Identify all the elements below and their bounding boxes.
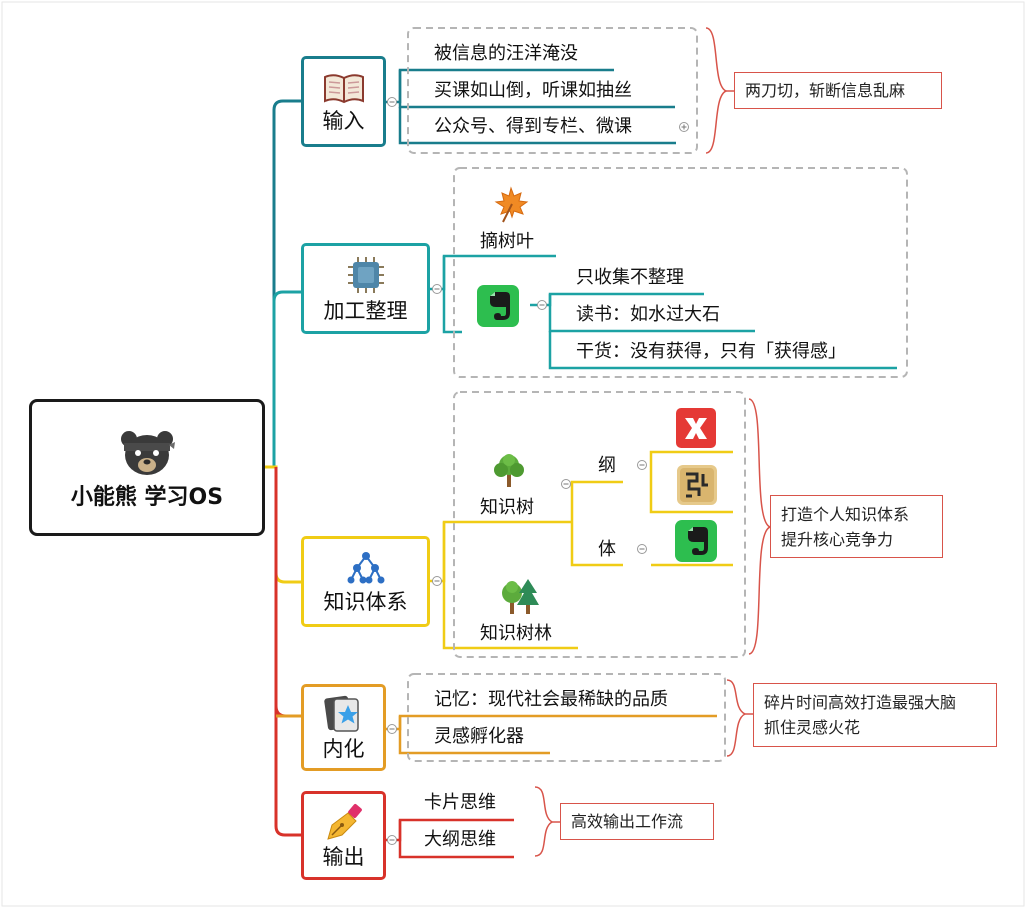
process-item-1[interactable]: 只收集不整理	[576, 267, 684, 288]
node-input[interactable]: 输入	[301, 56, 386, 147]
anki-star-icon	[323, 695, 359, 732]
trunk-connectors	[265, 99, 301, 837]
knowledge-summary-line-2: 提升核心竞争力	[781, 529, 894, 549]
node-internalize[interactable]: 内化	[301, 684, 386, 771]
internalize-summary[interactable]: 碎片时间高效打造最强大脑 抓住灵感火花	[753, 683, 997, 747]
input-item-1[interactable]: 被信息的汪洋淹没	[434, 43, 578, 64]
internalize-item-1[interactable]: 记忆：现代社会最稀缺的品质	[434, 689, 668, 710]
cpu-chip-icon	[347, 257, 384, 293]
evernote-icon[interactable]	[675, 520, 717, 562]
input-summary-text: 两刀切，斩断信息乱麻	[745, 81, 906, 100]
node-internalize-label: 内化	[322, 737, 365, 761]
output-summary[interactable]: 高效输出工作流	[560, 803, 714, 840]
root-label: 小能熊 学习OS	[70, 484, 224, 510]
input-item-2[interactable]: 买课如山倒，听课如抽丝	[434, 80, 632, 101]
knowledge-ti-label[interactable]: 体	[598, 539, 616, 560]
internalize-summary-line-2: 抓住灵感火花	[764, 718, 861, 737]
evernote-icon[interactable]	[477, 285, 519, 327]
node-process[interactable]: 加工整理	[301, 243, 430, 334]
node-process-label: 加工整理	[323, 299, 408, 323]
boundary-frames	[407, 27, 908, 762]
bear-ninja-icon	[121, 430, 175, 475]
process-item-2[interactable]: 读书：如水过大石	[576, 304, 720, 325]
internalize-summary-line-1: 碎片时间高效打造最强大脑	[764, 693, 957, 712]
book-icon	[323, 74, 364, 104]
internalize-item-2[interactable]: 灵感孵化器	[434, 726, 524, 747]
output-summary-text: 高效输出工作流	[571, 812, 684, 831]
knowledge-gang-label[interactable]: 纲	[598, 455, 616, 476]
maple-leaf-icon	[494, 186, 529, 223]
knowledge-forest-label[interactable]: 知识树林	[480, 623, 552, 644]
node-knowledge-label: 知识体系	[323, 590, 408, 614]
node-output-label: 输出	[322, 845, 365, 869]
pen-nib-icon	[326, 804, 362, 840]
input-summary[interactable]: 两刀切，斩断信息乱麻	[734, 72, 942, 109]
knowledge-summary[interactable]: 打造个人知识体系 提升核心竞争力	[770, 495, 943, 558]
hierarchy-icon	[347, 552, 384, 584]
xmind-icon[interactable]	[676, 408, 716, 448]
process-leaf-label[interactable]: 摘树叶	[480, 231, 534, 252]
input-item-3[interactable]: 公众号、得到专栏、微课	[434, 116, 632, 137]
knowledge-tree-label[interactable]: 知识树	[480, 497, 534, 518]
output-item-2[interactable]: 大纲思维	[424, 829, 496, 850]
node-knowledge[interactable]: 知识体系	[301, 536, 430, 627]
process-item-3[interactable]: 干货：没有获得，只有「获得感」	[576, 341, 846, 362]
tree-icon	[494, 454, 524, 487]
root-node[interactable]: 小能熊 学习OS	[29, 399, 265, 536]
node-input-label: 输入	[322, 109, 365, 133]
knowledge-summary-line-1: 打造个人知识体系	[781, 504, 910, 524]
forest-icon	[502, 579, 539, 614]
output-item-1[interactable]: 卡片思维	[424, 792, 496, 813]
node-output[interactable]: 输出	[301, 791, 386, 880]
mindnode-icon[interactable]	[677, 465, 717, 505]
